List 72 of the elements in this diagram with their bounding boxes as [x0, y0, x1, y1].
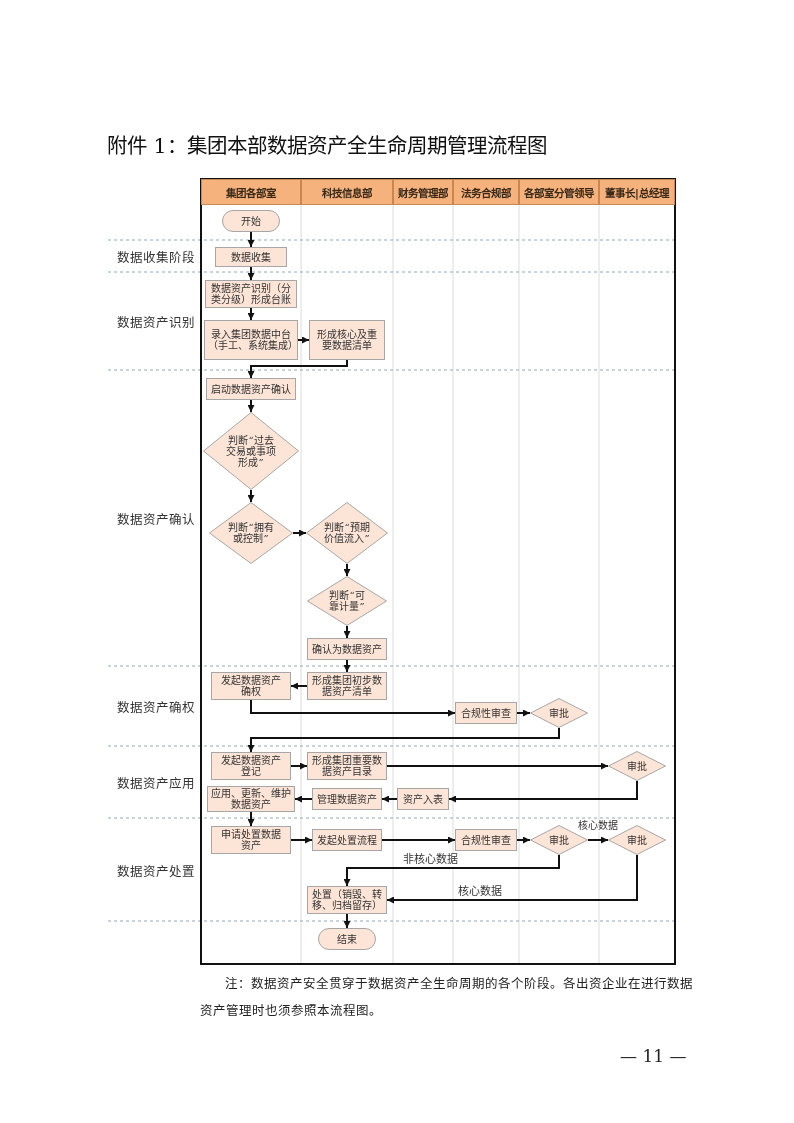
note-text: 注：数据资产安全贯穿于数据资产全生命周期的各个阶段。各出资企业在进行数据资产管理时也须参照本流程图。 — [200, 975, 694, 1020]
process-box: 管理数据资产 — [312, 788, 382, 810]
edge-label: 核心数据 — [577, 820, 619, 832]
flow-arrow — [381, 795, 398, 803]
process-box: 处置（销毁、转移、归档留存） — [307, 886, 387, 914]
edge-label: 非核心数据 — [401, 853, 459, 867]
phase-label: 数据资产处置 — [117, 862, 195, 880]
flow-arrow — [247, 811, 255, 827]
lane-header: 法务合规部 — [453, 179, 519, 205]
flow-arrow — [292, 529, 307, 537]
flow-arrow — [290, 682, 308, 690]
process-box: 发起数据资产登记 — [211, 752, 291, 780]
flow-arrow — [247, 727, 560, 753]
decision-diamond: 判断“拥有或控制” — [209, 502, 293, 564]
phase-label: 数据资产确权 — [117, 698, 195, 716]
process-box: 申请处置数据资产 — [211, 826, 291, 854]
process-box: 发起处置流程 — [312, 829, 382, 851]
process-box: 确认为数据资产 — [307, 638, 387, 660]
flow-arrow — [247, 231, 255, 248]
process-box: 发起数据资产确权 — [211, 672, 291, 700]
flow-arrow — [343, 563, 351, 577]
flow-arrow — [247, 307, 255, 321]
decision-diamond: 审批 — [530, 698, 588, 728]
flow-arrow — [290, 836, 313, 844]
process-box: 合规性审查 — [455, 702, 517, 724]
lane-header: 财务管理部 — [393, 179, 453, 205]
decision-diamond: 审批 — [608, 751, 666, 781]
process-box: 应用、更新、维护数据资产 — [207, 786, 295, 812]
flow-arrow — [294, 795, 313, 803]
flow-arrow — [386, 854, 638, 904]
lane-header: 科技信息部 — [301, 179, 393, 205]
flow-arrow — [386, 762, 609, 770]
process-box: 合规性审查 — [455, 829, 517, 851]
flow-arrow — [516, 836, 531, 844]
phase-label: 数据资产应用 — [117, 774, 195, 792]
flow-arrow — [343, 659, 351, 673]
process-box: 形成集团重要数据资产目录 — [307, 752, 387, 780]
page-number: — 11 — — [620, 1046, 687, 1066]
decision-diamond: 判断“过去交易或事项形成” — [203, 412, 299, 490]
decision-diamond: 判断“可靠计量” — [307, 576, 387, 626]
flow-arrow — [516, 709, 531, 717]
process-box: 形成集团初步数据资产清单 — [307, 672, 387, 700]
flow-arrow — [247, 266, 255, 281]
flow-arrow — [290, 762, 308, 770]
edge-label: 核心数据 — [457, 885, 503, 899]
flow-arrow — [297, 336, 310, 344]
terminal-node: 结束 — [318, 928, 376, 950]
decision-diamond: 判断“预期价值流入” — [306, 502, 388, 564]
process-box: 数据资产识别（分类分级）形成台账 — [205, 280, 297, 308]
process-box: 启动数据资产确认 — [206, 378, 296, 400]
phase-label: 数据资产识别 — [117, 313, 195, 331]
phase-label: 数据资产确认 — [117, 510, 195, 528]
flow-arrow — [343, 625, 351, 639]
lane-header: 董事长|总经理 — [599, 179, 675, 205]
page-title: 附件 1：集团本部数据资产全生命周期管理流程图 — [107, 133, 547, 159]
flow-arrow — [247, 359, 348, 379]
flow-arrow — [343, 854, 560, 887]
flow-arrow — [247, 399, 255, 413]
process-box: 录入集团数据中台（手工、系统集成） — [204, 320, 298, 360]
process-box: 形成核心及重要数据清单 — [309, 320, 385, 360]
flow-arrow — [247, 489, 255, 503]
lane-header: 集团各部室 — [201, 179, 301, 205]
flow-arrow — [587, 836, 609, 844]
flow-arrow — [343, 913, 351, 929]
flow-arrow — [250, 699, 456, 717]
flow-arrow — [381, 836, 456, 844]
phase-label: 数据收集阶段 — [117, 248, 195, 266]
terminal-node: 开始 — [222, 210, 280, 232]
flow-arrow — [448, 780, 638, 803]
lane-header: 各部室分管领导 — [519, 179, 599, 205]
process-box: 资产入表 — [397, 788, 449, 810]
process-box: 数据收集 — [215, 247, 287, 267]
